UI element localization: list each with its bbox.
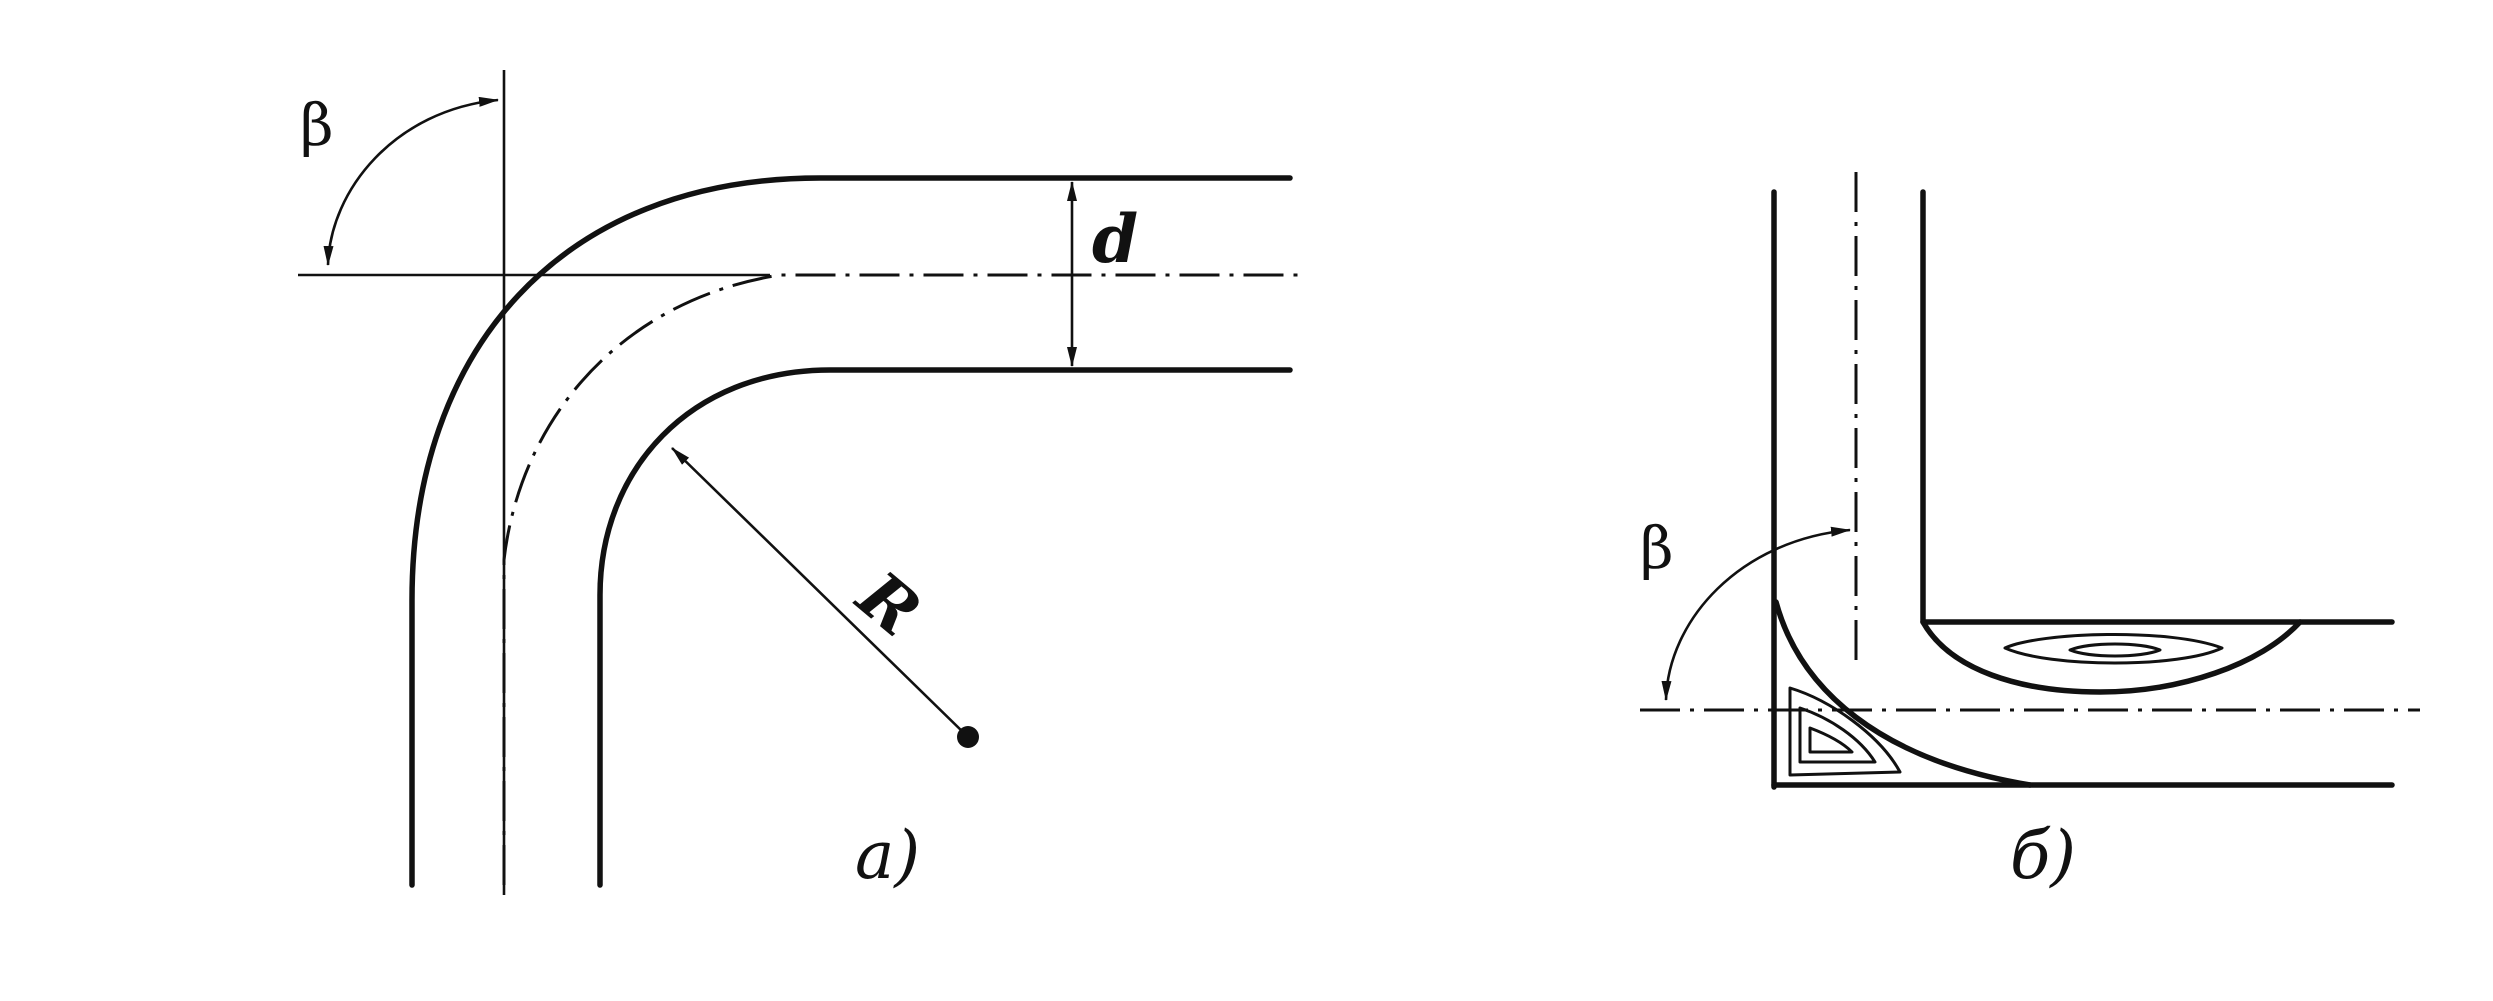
panel-b-beta-angle-arc xyxy=(1661,526,1851,701)
panel-b-corner-vortex-contour-middle xyxy=(1798,706,1877,764)
panel-b-inner-vortex-contour-inner xyxy=(2068,642,2162,658)
panel-b-outer-corner-separation-boundary xyxy=(1773,599,2033,788)
panel-b-inner-corner-wall xyxy=(1920,189,2395,625)
panel-a-inner-wall xyxy=(597,367,1293,888)
panel-a-beta-angle-arc xyxy=(323,96,499,266)
panel-b-inner-corner-separation-bubble xyxy=(1920,619,2303,695)
panel-a-radius-label: R xyxy=(842,555,936,651)
panel-a-radius-dimension-line xyxy=(671,447,967,736)
panel-a-bend-center-point xyxy=(957,726,979,748)
panel-a-centerline xyxy=(502,273,1305,885)
panel-b-beta-label: β xyxy=(1640,514,1674,582)
panel-b-caption: б) xyxy=(2010,817,2076,894)
panel-b-sharp-elbow: β б) xyxy=(1640,172,2420,894)
panel-a-diameter-label: d xyxy=(1092,200,1138,278)
panel-a-smooth-bend: β d R а) xyxy=(298,70,1305,895)
panel-a-caption: а) xyxy=(855,817,920,894)
panel-a-beta-label: β xyxy=(300,91,334,159)
panel-a-outer-wall xyxy=(409,175,1293,888)
panel-b-corner-vortex-contour-inner xyxy=(1808,726,1854,754)
panel-b-inner-vortex-contour-outer xyxy=(2003,632,2224,665)
